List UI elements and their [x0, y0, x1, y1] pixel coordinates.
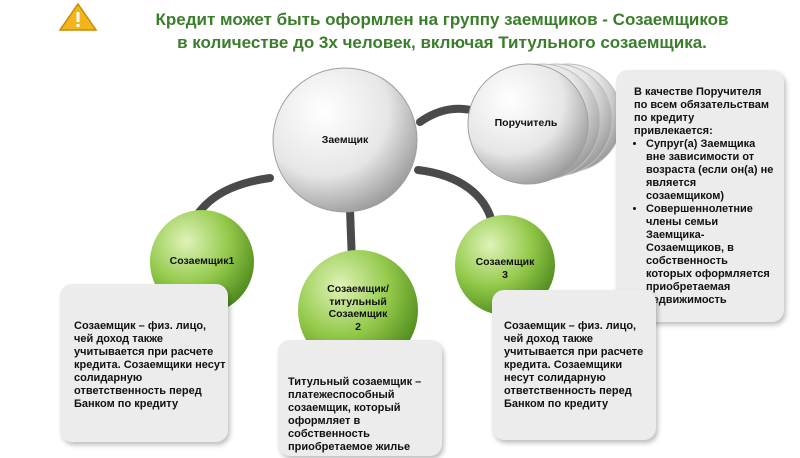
coborrower2-label: Созаемщик/ титульный Созаемщик 2 — [308, 283, 408, 333]
left-description: Созаемщик – физ. лицо, чей доход также у… — [74, 320, 226, 410]
guarantor-label: Поручитель — [494, 117, 558, 129]
borrower-circle — [272, 67, 418, 213]
coborrower2-label-line-2: титульный — [329, 295, 387, 308]
right-description: Созаемщик – физ. лицо, чей доход также у… — [504, 320, 644, 410]
page-title: Кредит может быть оформлен на группу зае… — [112, 8, 772, 54]
coborrower1-label: Созаемщик1 — [169, 255, 235, 267]
coborrower2-label-line-1: Созаемщик/ — [327, 283, 389, 295]
coborrower2-label-line-4: 2 — [355, 320, 361, 333]
coborrower3-label-line-1: Созаемщик — [475, 256, 535, 268]
right-description-box — [492, 290, 656, 440]
warning-triangle-icon — [58, 2, 98, 31]
guarantor-info-box — [616, 70, 784, 322]
left-description-box — [60, 284, 228, 442]
title-line-1: Кредит может быть оформлен на группу зае… — [155, 10, 729, 29]
title-line-2: в количестве до 3х человек, включая Титу… — [177, 33, 707, 52]
guarantor-info-text: В качестве Поручителя по всем обязательс… — [634, 86, 774, 307]
connector-borrower-coborrower3 — [414, 166, 496, 226]
guarantor-item-2: Совершеннолетние члены семьи Заемщика-Со… — [646, 203, 774, 307]
coborrower2-label-line-3: Созаемщик — [328, 308, 388, 320]
guarantor-stack — [467, 63, 623, 185]
middle-description: Титульный созаемщик – платежеспособный с… — [288, 376, 422, 453]
guarantor-item-1: Супруг(а) Заемщика вне зависимости от во… — [646, 138, 774, 203]
guarantor-intro: В качестве Поручителя по всем обязательс… — [634, 86, 770, 137]
guarantor-list: Супруг(а) Заемщика вне зависимости от во… — [634, 138, 774, 307]
middle-description-box — [278, 340, 442, 456]
borrower-label: Заемщик — [321, 134, 369, 146]
coborrower3-label: Созаемщик 3 — [460, 256, 550, 281]
coborrower3-label-line-2: 3 — [502, 268, 508, 281]
